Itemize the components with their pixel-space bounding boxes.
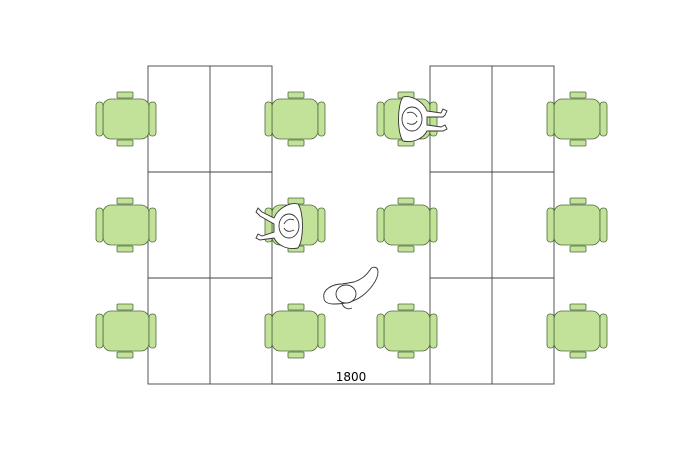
- chair-left-outer-3: [95, 303, 157, 359]
- person-walking: [323, 266, 379, 310]
- person-seated-left: [255, 203, 303, 249]
- chair-right-outer-1: [546, 91, 608, 147]
- table-right: [429, 65, 555, 385]
- chair-left-outer-2: [95, 197, 157, 253]
- table-left: [147, 65, 273, 385]
- chair-right-inner-3: [376, 303, 438, 359]
- chair-left-inner-3: [264, 303, 326, 359]
- chair-left-outer-1: [95, 91, 157, 147]
- chair-right-inner-2: [376, 197, 438, 253]
- person-seated-right: [398, 96, 448, 142]
- chair-right-outer-2: [546, 197, 608, 253]
- chair-left-inner-1: [264, 91, 326, 147]
- chair-right-outer-3: [546, 303, 608, 359]
- dimension-label: 1800: [336, 370, 367, 384]
